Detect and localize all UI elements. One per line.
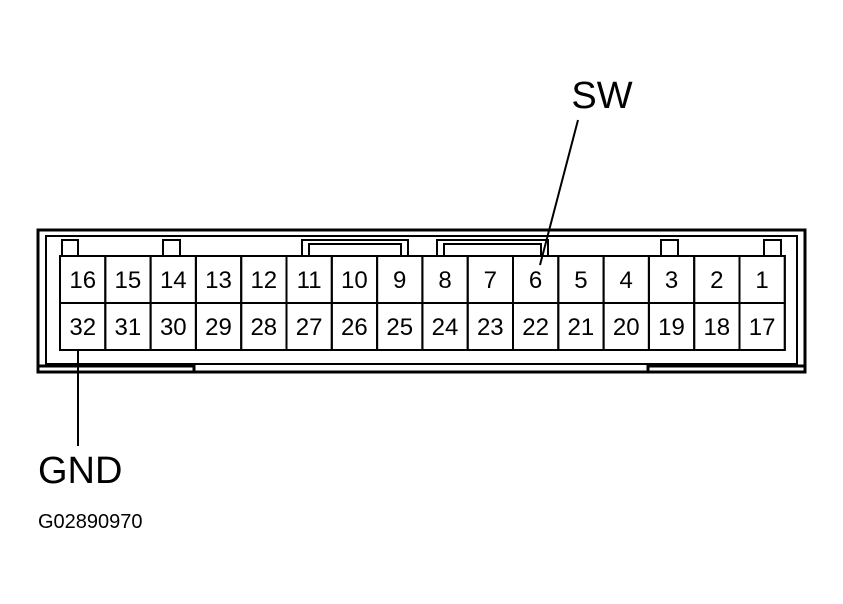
locking-tabs: [61, 239, 782, 257]
pin-number-11: 11: [297, 267, 322, 294]
pin-number-25: 25: [386, 314, 413, 341]
pin-number-15: 15: [115, 267, 142, 294]
pin-number-30: 30: [160, 314, 187, 341]
pin-number-31: 31: [115, 314, 142, 341]
pin-number-7: 7: [484, 267, 497, 294]
pin-number-32: 32: [69, 314, 96, 341]
pin-number-29: 29: [205, 314, 232, 341]
keying-bars: [301, 239, 549, 257]
pin-number-17: 17: [749, 314, 776, 341]
pin-number-16: 16: [69, 267, 96, 294]
pin-number-19: 19: [658, 314, 685, 341]
pin-number-27: 27: [296, 314, 323, 341]
pin-number-28: 28: [250, 314, 277, 341]
pin-cell-17: [738, 302, 786, 351]
pin-number-8: 8: [438, 267, 451, 294]
pin-number-12: 12: [250, 267, 277, 294]
pin-number-20: 20: [613, 314, 640, 341]
pin-number-2: 2: [710, 267, 723, 294]
pin-number-24: 24: [432, 314, 459, 341]
pin-number-10: 10: [341, 267, 368, 294]
connector-housing: [36, 228, 807, 374]
figure-id: G02890970: [38, 511, 143, 533]
gnd-label: GND: [38, 450, 122, 492]
pin-number-6: 6: [529, 267, 542, 294]
pin-number-13: 13: [205, 267, 232, 294]
pin-number-22: 22: [522, 314, 549, 341]
pin-number-21: 21: [568, 314, 595, 341]
pin-number-5: 5: [574, 267, 587, 294]
pin-number-4: 4: [620, 267, 633, 294]
pin-number-23: 23: [477, 314, 504, 341]
sw-label: SW: [571, 75, 632, 117]
pin-number-1: 1: [755, 267, 768, 294]
pin-number-9: 9: [393, 267, 406, 294]
sw-leader-line: [539, 119, 579, 266]
pin-number-3: 3: [665, 267, 678, 294]
pin-number-18: 18: [703, 314, 730, 341]
pin-number-14: 14: [160, 267, 187, 294]
pin-number-26: 26: [341, 314, 368, 341]
